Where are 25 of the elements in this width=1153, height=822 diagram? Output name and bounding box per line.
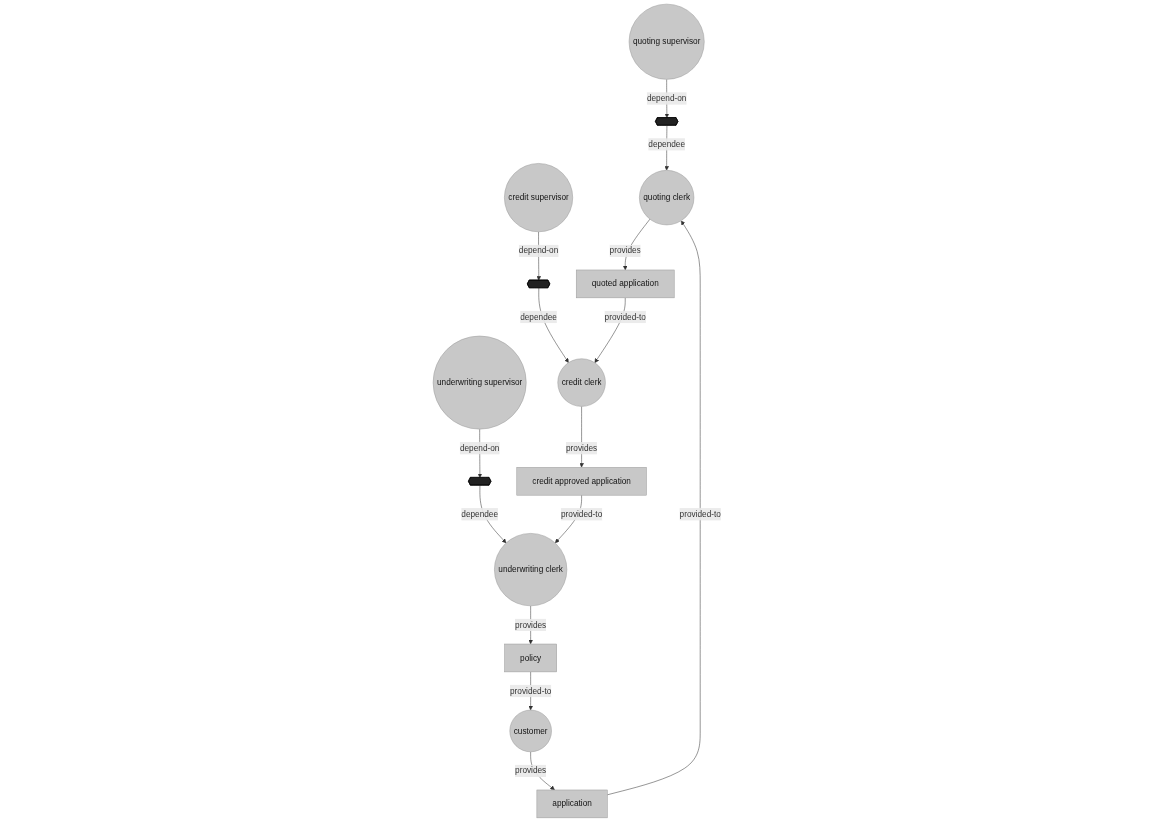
edge-label: provided-to [560,509,602,519]
node-box: credit approved application [516,467,647,496]
edge-label: depend-on [459,443,499,453]
edge-label: provided-to [604,312,646,322]
edge-label: provides [565,443,597,453]
node-circle: credit clerk [557,358,606,407]
edge-label: depend-on [646,93,686,103]
node-box: policy [503,643,557,673]
edge-label: provided-to [509,686,551,696]
edge-label: dependee [647,139,685,149]
node-circle: quoting supervisor [628,3,705,80]
node-box: quoted application [575,269,674,299]
node-circle: quoting clerk [638,170,694,226]
node-box: application [536,789,608,819]
node-circle: underwriting clerk [493,533,567,607]
edge-label: dependee [519,312,557,322]
node-circle: customer [509,709,552,753]
edge-label: depend-on [518,246,558,256]
node-circle: underwriting supervisor [432,335,526,430]
edge-label: dependee [460,509,498,519]
edge-label: provides [514,620,546,630]
node-circle: credit supervisor [503,163,573,233]
edge-label: provides [514,766,546,776]
edge-label: provides [609,246,641,256]
edge-label: provided-to [679,509,721,519]
